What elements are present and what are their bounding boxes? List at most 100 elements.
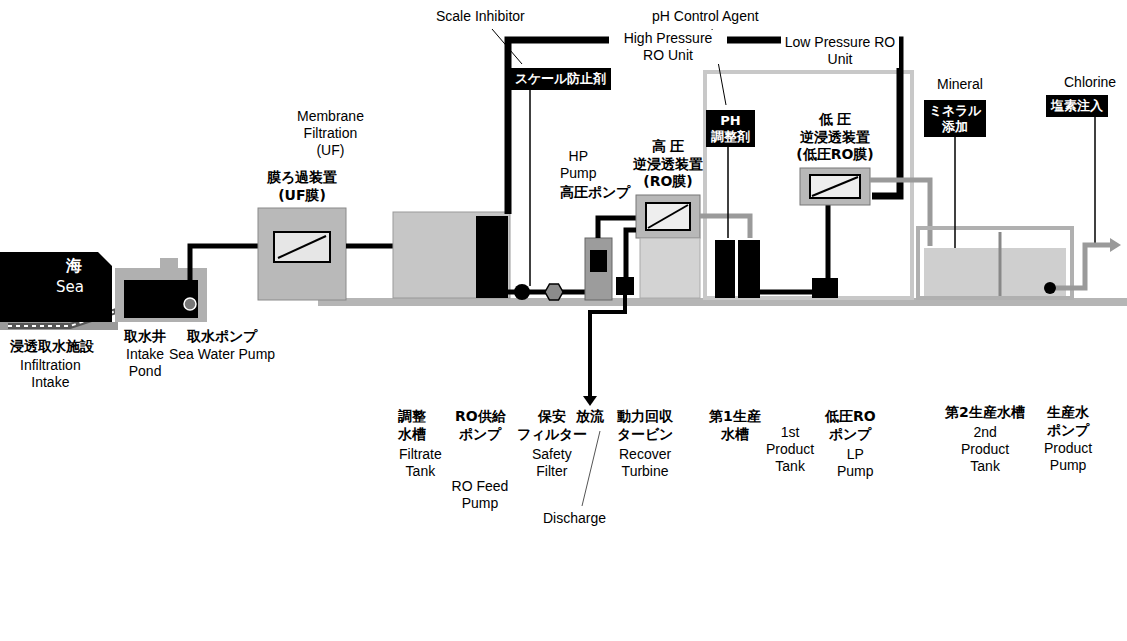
equipment-name: 動力回収 タービン <box>617 408 673 443</box>
equipment-name: 取水ポンプ <box>187 328 257 346</box>
equipment-name: 第1生産 水槽 <box>709 408 761 443</box>
equipment-label: Scale Inhibitor <box>436 8 525 25</box>
second-product-tank <box>918 228 1072 298</box>
chemical-box-text: 塩素注入 <box>1051 98 1103 114</box>
hp-ro-membrane <box>646 203 690 230</box>
first-product-frame <box>705 72 912 298</box>
intake-pond-water <box>124 280 198 318</box>
product-outlet-pipe <box>1056 245 1110 288</box>
equipment-label: Infiltration Intake <box>20 357 81 391</box>
product-outlet-arrowhead <box>1110 238 1121 252</box>
equipment-label: HP Pump <box>560 148 597 182</box>
equipment-label: Membrane Filtration (UF) <box>297 108 364 158</box>
chemical-box: ミネラル 添加 <box>924 100 986 137</box>
equipment-label: Filtrate Tank <box>399 446 442 480</box>
leader-line <box>582 431 600 506</box>
chemical-box-text: ミネラル 添加 <box>929 103 981 134</box>
lp-feed-pipe <box>826 205 831 278</box>
equipment-name: RO供給 ポンプ <box>455 408 506 443</box>
safety-filter <box>545 284 563 300</box>
equipment-label: Low Pressure RO Unit <box>781 34 899 68</box>
sea-water-pump <box>184 298 196 310</box>
uf-membrane-line <box>278 236 326 258</box>
scale-inhibitor-dosing-line <box>529 80 531 286</box>
sea-text: Sea <box>56 278 84 296</box>
lp-pump <box>812 278 838 298</box>
lp-permeate-pipe <box>870 180 930 246</box>
unit-heading-text: 高 圧 逆浸透装置 (RO膜) <box>633 138 703 191</box>
unit-heading: 膜ろ過装置 (UF膜) <box>258 169 346 204</box>
equipment-name: 取水井 <box>124 328 166 346</box>
chlorine-dosing-line <box>1094 105 1096 243</box>
first-product-tank-b <box>738 240 760 298</box>
lp-suction-pipe <box>760 290 812 295</box>
equipment-name: 放流 <box>576 408 604 426</box>
chemical-box: 塩素注入 <box>1046 95 1108 117</box>
equipment-name: 低圧RO ポンプ <box>825 408 876 443</box>
unit-heading-text: 低 圧 逆浸透装置 (低圧RO膜) <box>796 111 873 164</box>
equipment-label: LP Pump <box>837 446 874 480</box>
ro-feed-pump <box>514 284 530 300</box>
lp-ro-membrane <box>810 175 860 198</box>
filtrate-tank <box>393 212 510 298</box>
lp-ro-unit-label: 低 圧 逆浸透装置 (低圧RO膜) <box>795 111 875 205</box>
unit-heading-text: 膜ろ過装置 (UF膜) <box>267 169 337 204</box>
equipment-label: Sea Water Pump <box>169 346 275 363</box>
equipment-label: Chlorine <box>1064 74 1116 91</box>
equipment-label: High Pressure RO Unit <box>609 30 727 64</box>
intake-pond-wall <box>115 268 207 322</box>
discharge-pipe <box>590 295 625 398</box>
equipment-name: 調整 水槽 <box>398 408 426 443</box>
uf-membrane <box>274 232 330 262</box>
sea-area: 海 Sea <box>0 252 112 322</box>
equipment-name: 高圧ポンプ <box>560 184 630 202</box>
mineral-dosing-line <box>954 120 956 248</box>
hp-ro-stand <box>640 238 700 298</box>
equipment-label: 1st Product Tank <box>766 424 814 474</box>
equipment-label: Mineral <box>937 76 983 93</box>
unit-heading: 高 圧 逆浸透装置 (RO膜) <box>632 138 704 191</box>
first-product-tank-a <box>715 240 735 298</box>
sea-water <box>0 252 112 322</box>
tank-divider <box>999 232 1002 296</box>
intake-pond-top <box>160 258 178 268</box>
discharge-arrowhead <box>583 396 597 406</box>
equipment-name: 生産水 ポンプ <box>1047 404 1089 439</box>
chemical-box: スケール防止剤 <box>510 68 611 90</box>
uf-unit-label: 膜ろ過装置 (UF膜) <box>258 169 346 300</box>
hp-permeate-pipe <box>700 216 750 238</box>
equipment-label: Recover Turbine <box>619 446 671 480</box>
seawater-pipe <box>190 246 258 298</box>
equipment-name: 浸透取水施設 <box>10 338 94 356</box>
sea-text: 海 <box>66 256 82 275</box>
equipment-label: Product Pump <box>1044 440 1092 474</box>
second-product-water <box>924 248 1066 296</box>
equipment-label: Discharge <box>543 510 606 527</box>
unit-heading: 低 圧 逆浸透装置 (低圧RO膜) <box>795 111 875 164</box>
hp-ro-membrane-line <box>648 205 688 228</box>
hp-ro-unit <box>636 195 700 238</box>
product-pump <box>1044 282 1056 294</box>
lp-ro-membrane-line <box>812 177 858 196</box>
chemical-box-text: PH 調整剤 <box>711 113 750 144</box>
concentrate-pipe <box>626 230 636 277</box>
chemical-box-text: スケール防止剤 <box>515 71 606 87</box>
equipment-name: 第2生産水槽 <box>945 404 1025 422</box>
equipment-label: pH Control Agent <box>652 8 759 25</box>
leader-line <box>492 29 522 64</box>
equipment-label: RO Feed Pump <box>449 478 511 512</box>
hp-ro-unit-label: 高 圧 逆浸透装置 (RO膜) <box>632 138 704 238</box>
chemical-box: PH 調整剤 <box>706 110 755 147</box>
equipment-label: Intake Pond <box>126 346 164 380</box>
recover-turbine <box>616 277 634 295</box>
equipment-label: Safety Filter <box>532 446 572 480</box>
filtrate-water <box>476 216 508 298</box>
hp-pump <box>585 238 612 300</box>
uf-unit <box>258 208 346 300</box>
equipment-label: 2nd Product Tank <box>961 424 1009 474</box>
lp-ro-unit <box>800 168 870 205</box>
hp-pump-motor <box>590 250 607 272</box>
